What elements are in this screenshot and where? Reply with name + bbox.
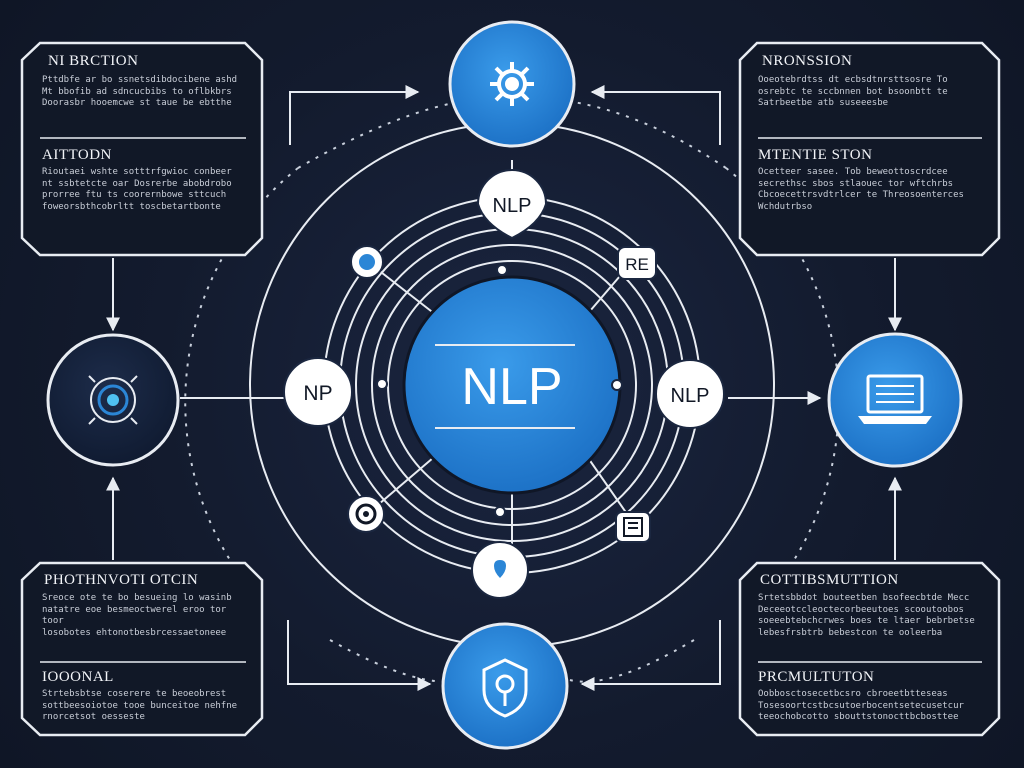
panel-top-left-heading-2: AITTODN — [42, 147, 112, 163]
dot-icon — [359, 254, 375, 270]
panel-frames — [20, 41, 1001, 737]
panel-top-right: NRONSSION Ooeotebrdtss dt ecbsdtnrsttsos… — [740, 43, 999, 255]
flow-arrows — [106, 85, 902, 691]
bottom-hub — [441, 622, 569, 750]
panel-frame-bottom-right — [738, 561, 1001, 737]
panel-bottom-left-heading-2: IOOONAL — [42, 669, 114, 685]
satellite-top: NLP — [476, 169, 548, 240]
panel-bottom-right-heading-2: PRCMULTUTON — [758, 669, 875, 685]
node-upper-left — [350, 245, 384, 279]
satellite-left: NP — [283, 357, 353, 427]
panel-top-right-body-1: Ooeotebrdtss dt ecbsdtnrsttsosre To osre… — [758, 75, 948, 108]
panel-top-right-body-2: Ocetteer sasee. Tob beweottoscrdcee secr… — [758, 167, 964, 212]
panel-top-right-heading-1: NRONSSION — [762, 53, 853, 69]
center-label: NLP — [461, 358, 562, 416]
panel-frame-bottom-left — [20, 561, 264, 737]
panel-bottom-left: PHOTHNVOTI OTCIN Sreoce ote te bo besuei… — [22, 563, 262, 735]
laptop-icon — [858, 374, 932, 424]
right-hub — [827, 332, 963, 468]
satellite-right-label: NLP — [671, 385, 710, 407]
top-hub — [448, 20, 576, 148]
panel-bottom-right-heading-1: COTTIBSMUTTION — [760, 572, 899, 588]
panel-bottom-left-body-2: Strtebsbtse coserere te beoeobrest sottb… — [42, 689, 238, 722]
node-lower-right — [615, 511, 651, 543]
panel-top-left: NI BRCTION Pttdbfe ar bo ssnetsdibdocibe… — [22, 43, 262, 255]
target-icon — [88, 375, 138, 425]
satellite-left-label: NP — [303, 382, 332, 405]
panel-bottom-right: COTTIBSMUTTION Srtetsbbdot bouteetben bs… — [740, 563, 999, 735]
panel-top-left-body-1: Pttdbfe ar bo ssnetsdibdocibene ashd Mt … — [42, 75, 238, 108]
junction-dots — [376, 264, 623, 518]
satellite-top-label: NLP — [493, 195, 532, 217]
left-hub — [46, 333, 180, 467]
satellite-right: NLP — [655, 359, 725, 429]
panel-bottom-right-body-2: Oobbosctosecetbcsro cbroeetbtteseas Tose… — [758, 689, 964, 722]
panel-top-left-heading-1: NI BRCTION — [48, 53, 139, 69]
node-lower-left — [347, 495, 385, 533]
panel-dividers — [40, 137, 982, 663]
badge-upper-right-label: RE — [625, 255, 649, 274]
panel-top-right-heading-2: MTENTIE STON — [758, 147, 873, 163]
panel-top-left-body-2: Rioutaei wshte sotttrfgwioc conbeer nt s… — [42, 167, 232, 212]
node-upper-right: RE — [617, 246, 657, 280]
pin-icon — [494, 560, 506, 578]
panel-bottom-left-body-1: Sreoce ote te bo besueing lo wasinb nata… — [42, 593, 232, 638]
shield-icon — [482, 658, 528, 718]
document-icon — [623, 517, 643, 537]
panel-frame-top-left — [20, 41, 264, 257]
panel-frame-top-right — [738, 41, 1001, 257]
dashed-orbit — [184, 99, 840, 683]
gear-icon — [490, 62, 534, 106]
panel-bottom-left-heading-1: PHOTHNVOTI OTCIN — [44, 572, 199, 588]
ring-icon — [355, 503, 377, 525]
satellite-bottom — [471, 541, 529, 599]
center-hub: NLP — [402, 275, 622, 495]
panel-bottom-right-body-1: Srtetsbbdot bouteetben bsofeecbtde Mecc … — [758, 593, 975, 638]
